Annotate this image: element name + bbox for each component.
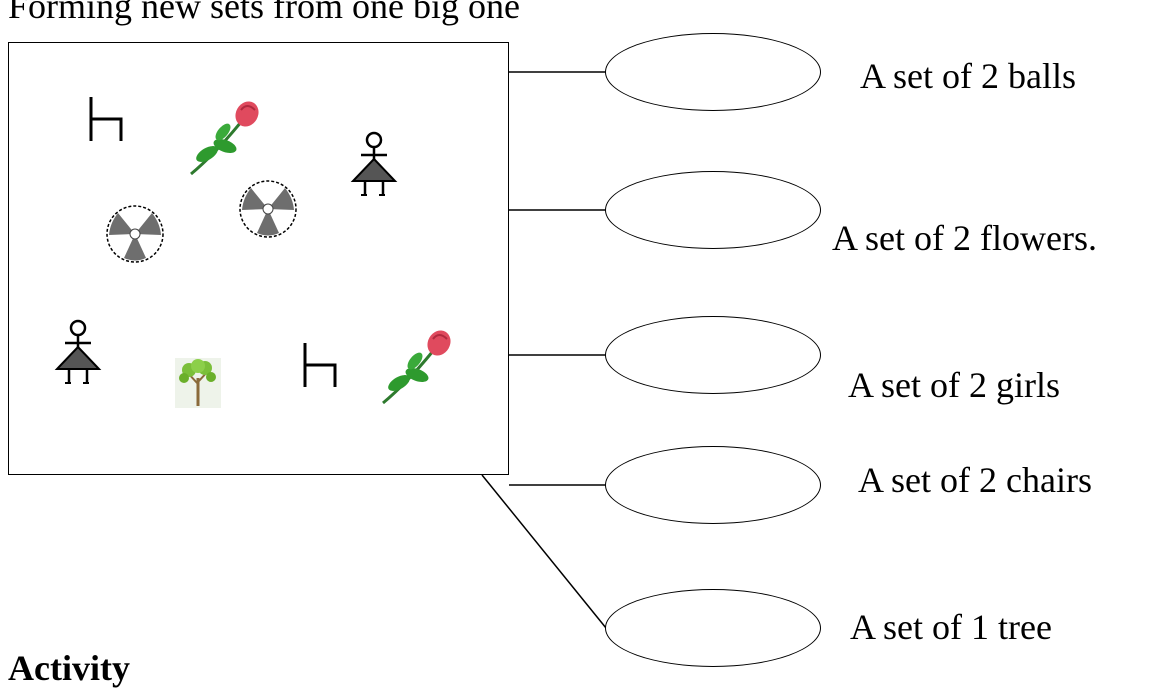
subset-oval-chairs bbox=[605, 446, 821, 524]
subset-label-balls: A set of 2 balls bbox=[860, 56, 1076, 96]
rose-icon bbox=[382, 330, 451, 405]
page-title: Forming new sets from one big one bbox=[8, 0, 520, 26]
subset-oval-flowers bbox=[605, 171, 821, 249]
subset-label-flowers: A set of 2 flowers. bbox=[832, 218, 1097, 258]
chair-icon bbox=[89, 97, 123, 141]
subset-oval-girls bbox=[605, 316, 821, 394]
subset-oval-balls bbox=[605, 33, 821, 111]
ball-icon bbox=[106, 205, 164, 263]
universal-set-box bbox=[8, 42, 509, 475]
subset-label-chairs: A set of 2 chairs bbox=[858, 460, 1092, 500]
chair-icon bbox=[303, 343, 337, 387]
rose-icon bbox=[190, 101, 259, 176]
girl-icon bbox=[54, 319, 102, 384]
subset-label-tree: A set of 1 tree bbox=[850, 607, 1052, 647]
subset-oval-tree bbox=[605, 589, 821, 667]
ball-icon bbox=[239, 180, 297, 238]
tree-icon bbox=[175, 358, 221, 408]
girl-icon bbox=[350, 131, 398, 196]
subset-label-girls: A set of 2 girls bbox=[848, 365, 1060, 405]
activity-heading: Activity bbox=[8, 648, 130, 688]
connector-line-tree bbox=[481, 474, 607, 629]
